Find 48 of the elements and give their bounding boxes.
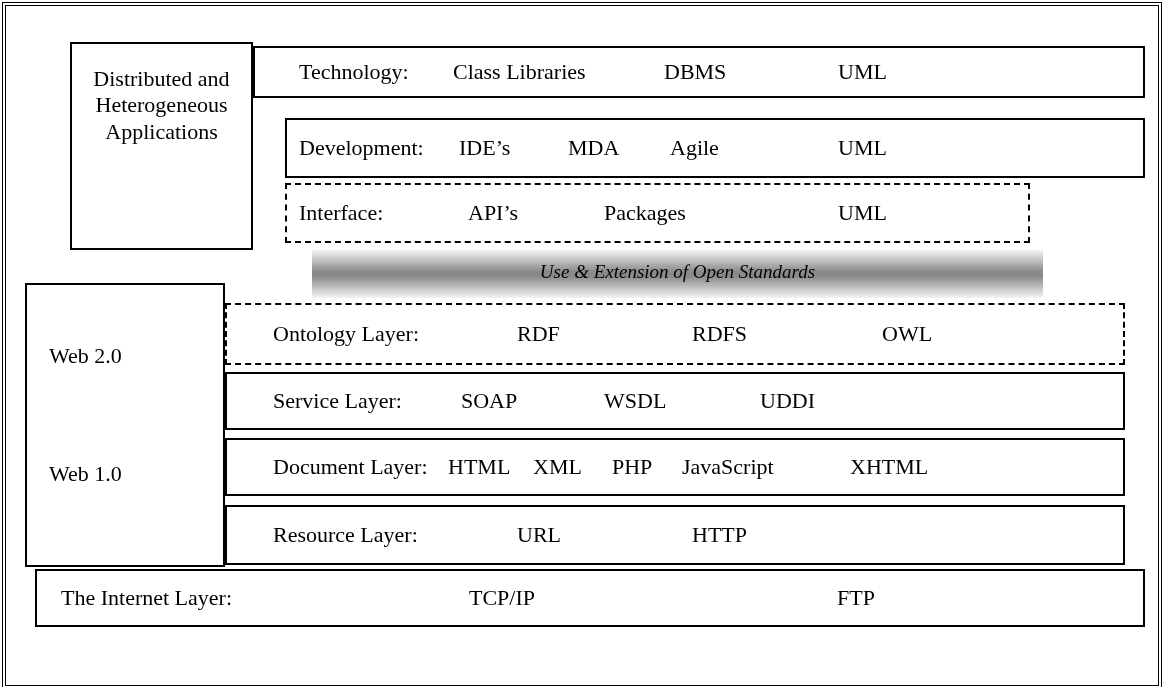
layer-box bbox=[285, 118, 1145, 178]
application-box bbox=[70, 42, 253, 250]
box-label: Distributed and Heterogeneous Applications bbox=[92, 66, 231, 146]
technology-label: Class Libraries bbox=[453, 59, 586, 86]
layer-label: Ontology Layer: bbox=[273, 321, 420, 348]
technology-label: RDFS bbox=[692, 321, 748, 348]
technology-label: RDF bbox=[517, 321, 560, 348]
version-label: Web 2.0 bbox=[49, 343, 122, 370]
layer-box bbox=[253, 46, 1145, 98]
technology-label: MDA bbox=[568, 135, 620, 162]
layer-box bbox=[285, 183, 1030, 243]
technology-label: XHTML bbox=[850, 454, 929, 481]
layer-label: Resource Layer: bbox=[273, 522, 418, 549]
layer-box bbox=[225, 303, 1125, 365]
technology-label: IDE’s bbox=[459, 135, 511, 162]
technology-label: TCP/IP bbox=[469, 585, 536, 612]
technology-label: Agile bbox=[670, 135, 719, 162]
version-label: Web 1.0 bbox=[49, 461, 122, 488]
technology-label: JavaScript bbox=[682, 454, 774, 481]
technology-label: OWL bbox=[882, 321, 933, 348]
technology-label: UML bbox=[838, 59, 887, 86]
technology-label: HTML bbox=[448, 454, 511, 481]
banner-label: Use & Extension of Open Standards bbox=[538, 261, 817, 284]
layer-box bbox=[225, 372, 1125, 430]
technology-label: XML bbox=[533, 454, 582, 481]
layer-label: Document Layer: bbox=[273, 454, 428, 481]
standards-banner bbox=[312, 250, 1043, 298]
technology-label: FTP bbox=[837, 585, 875, 612]
layer-box bbox=[225, 505, 1125, 565]
web-version-box bbox=[25, 283, 225, 567]
technology-label: DBMS bbox=[664, 59, 727, 86]
layer-label: Development: bbox=[299, 135, 424, 162]
layer-box bbox=[35, 569, 1145, 627]
layer-label: Technology: bbox=[299, 59, 409, 86]
technology-label: SOAP bbox=[461, 388, 518, 415]
technology-label: Packages bbox=[604, 200, 686, 227]
technology-label: UML bbox=[838, 135, 887, 162]
layer-label: Service Layer: bbox=[273, 388, 402, 415]
layer-label: Interface: bbox=[299, 200, 384, 227]
technology-label: HTTP bbox=[692, 522, 747, 549]
technology-label: WSDL bbox=[604, 388, 667, 415]
layer-label: The Internet Layer: bbox=[61, 585, 232, 612]
technology-label: UML bbox=[838, 200, 887, 227]
technology-label: PHP bbox=[612, 454, 653, 481]
layer-box bbox=[225, 438, 1125, 496]
technology-label: UDDI bbox=[760, 388, 815, 415]
technology-label: API’s bbox=[468, 200, 519, 227]
technology-label: URL bbox=[517, 522, 561, 549]
